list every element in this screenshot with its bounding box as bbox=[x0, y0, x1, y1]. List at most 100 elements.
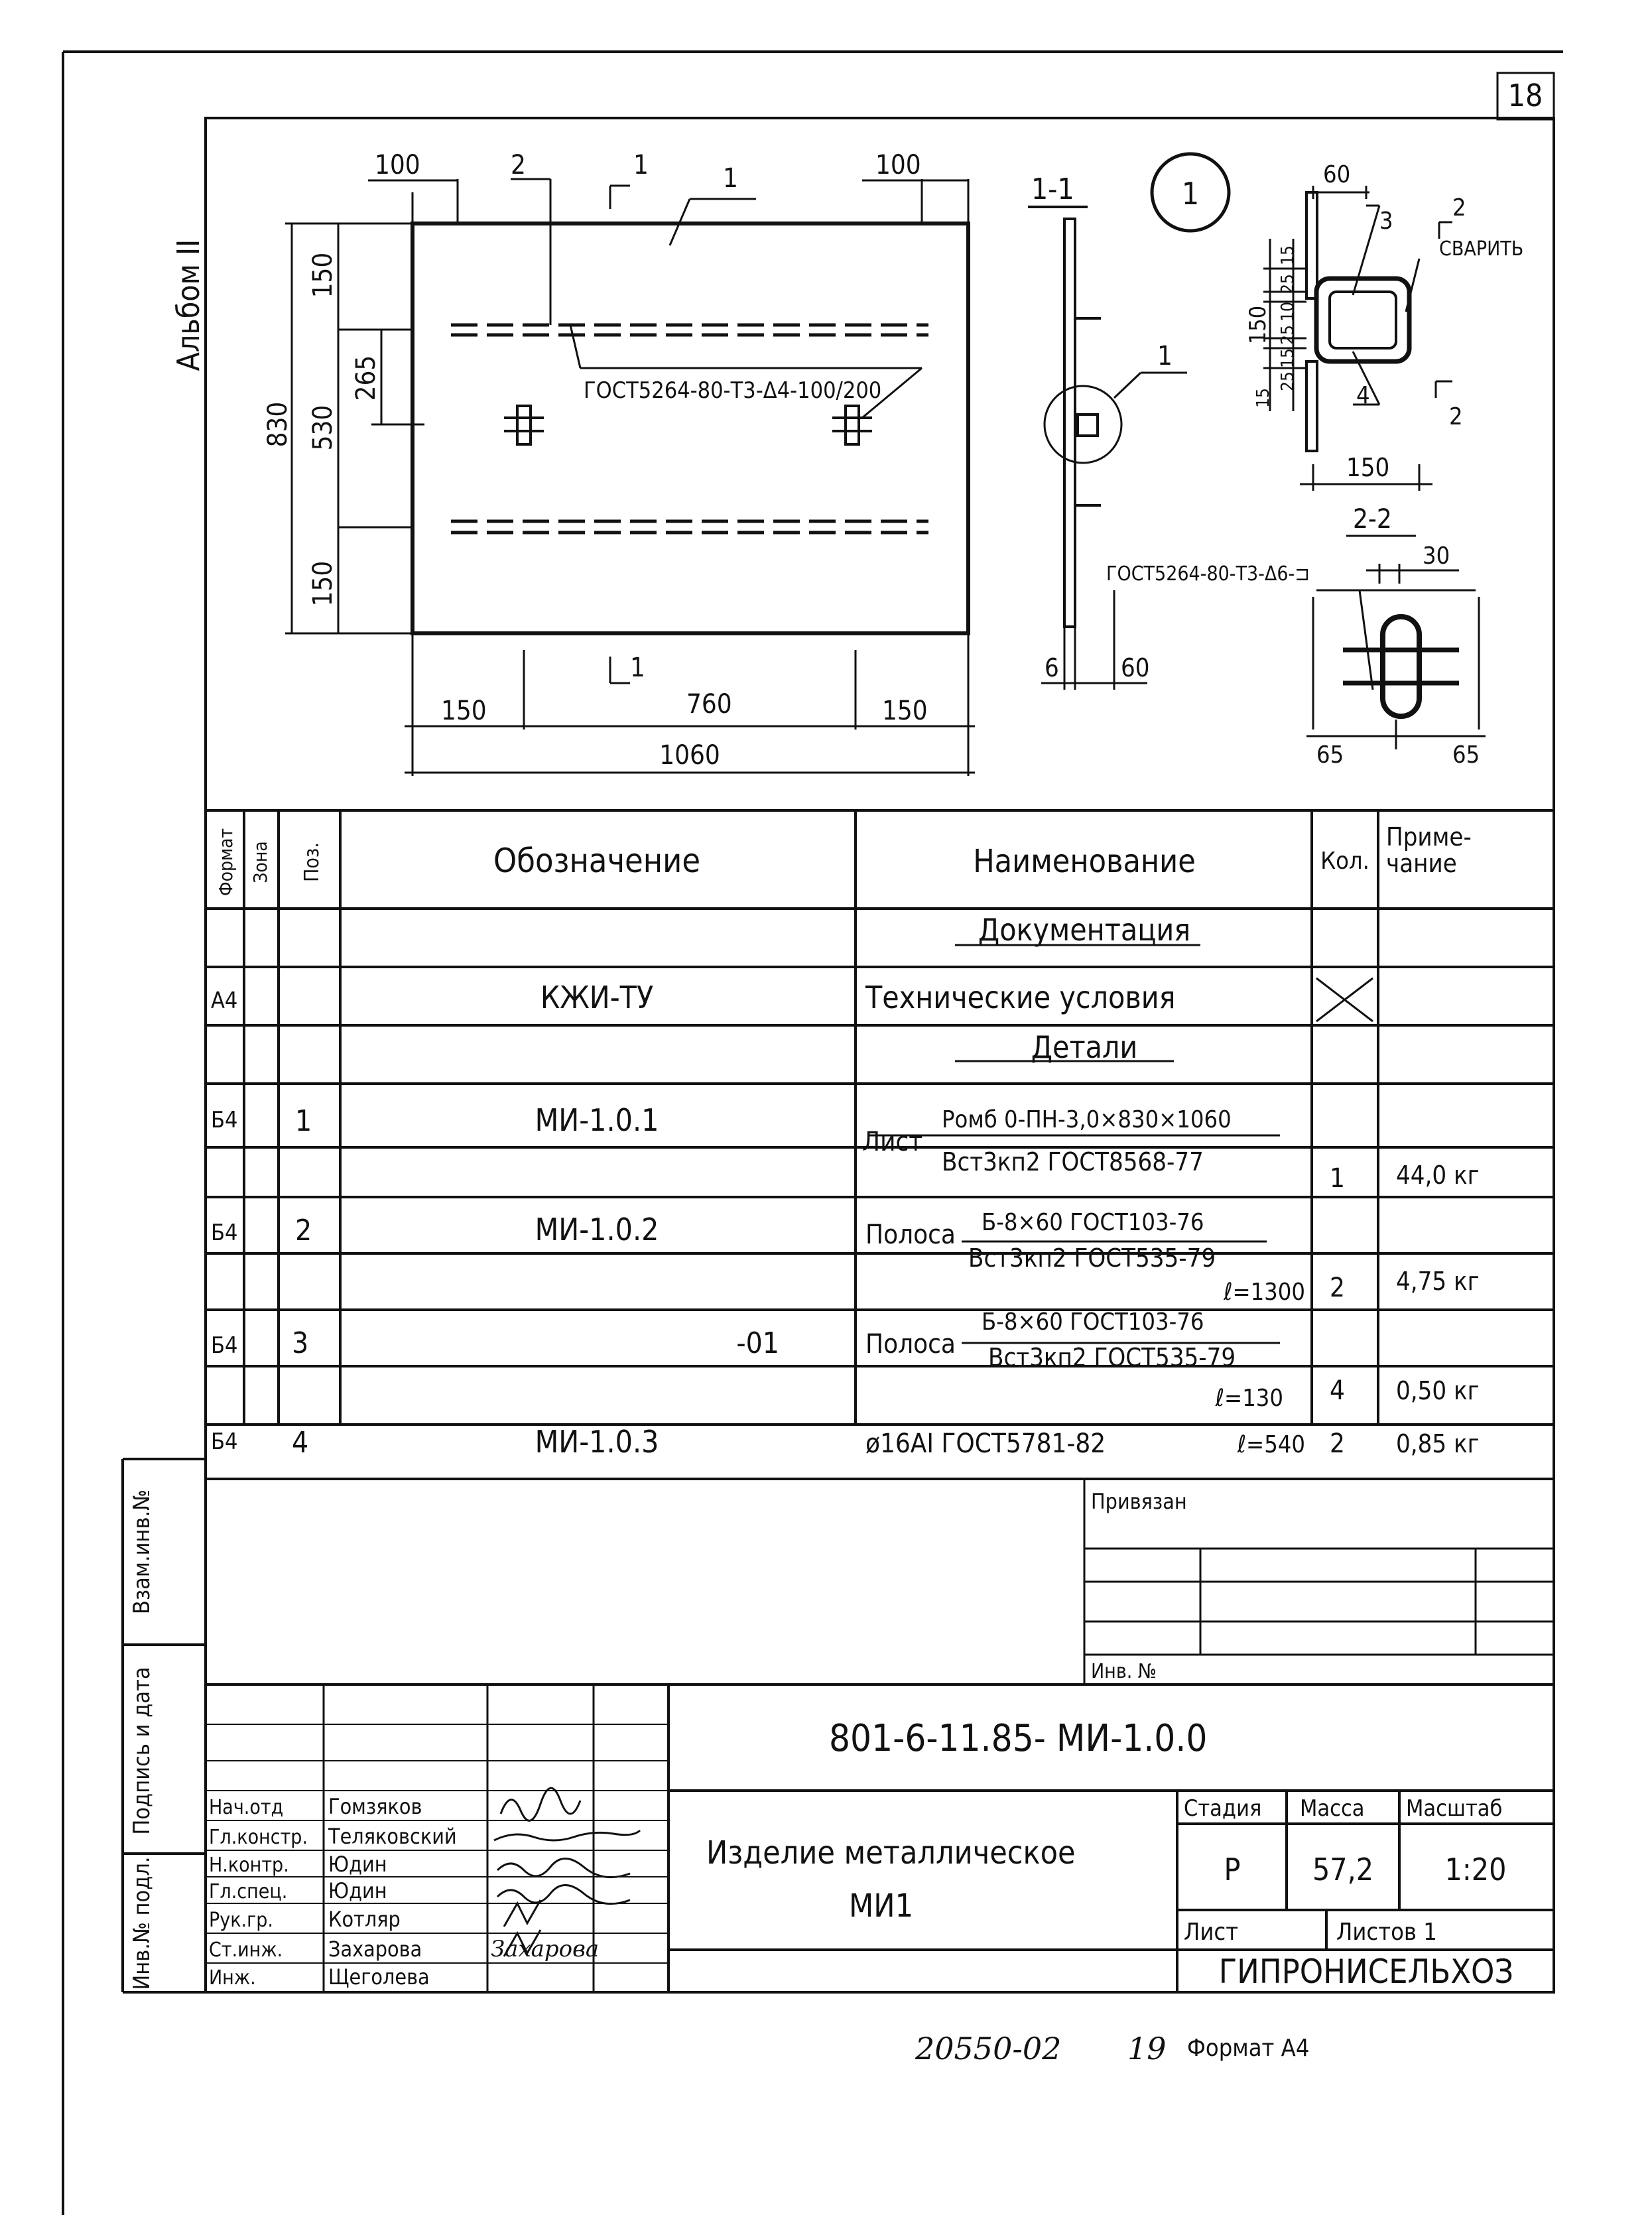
name-2: Юдин bbox=[328, 1852, 387, 1877]
row-1-format: Б4 bbox=[211, 1107, 237, 1133]
title-line-1: Изделие металлическое bbox=[706, 1834, 1076, 1872]
document-code: 801-6-11.85- МИ-1.0.0 bbox=[829, 1717, 1207, 1760]
album-label: Альбом II bbox=[170, 239, 206, 371]
stage-label: Стадия bbox=[1184, 1795, 1261, 1822]
row-docs-format: А4 bbox=[211, 987, 237, 1014]
dim-2-2-30: 30 bbox=[1423, 542, 1450, 570]
binding-label: Привязан bbox=[1091, 1489, 1187, 1514]
loop-right bbox=[832, 405, 872, 446]
detail-number: 1 bbox=[1182, 176, 1199, 212]
dim-main-view-5: 830 bbox=[263, 402, 293, 448]
detail-loop-outer bbox=[1314, 276, 1412, 364]
row-3-name-top: Б-8×60 ГОСТ103-76 bbox=[982, 1308, 1204, 1336]
section-plate bbox=[1063, 218, 1076, 628]
row-2-name-top: Б-8×60 ГОСТ103-76 bbox=[982, 1209, 1204, 1236]
name-0: Гомзяков bbox=[328, 1794, 422, 1819]
dim-detail-1-13: 2 bbox=[1449, 403, 1463, 430]
section-1-1: 1-1 bbox=[1028, 172, 1187, 690]
row-4-qty: 2 bbox=[1330, 1429, 1345, 1459]
row-3-name-bottom: Вст3кп2 ГОСТ535-79 bbox=[988, 1343, 1236, 1372]
row-4-note: 0,85 кг bbox=[1396, 1429, 1480, 1458]
name-5: Захарова bbox=[328, 1937, 422, 1962]
dim-main-view-6: 150 bbox=[308, 253, 338, 298]
dim-detail-1-14: 150 bbox=[1346, 453, 1389, 482]
section-2-2-loop bbox=[1380, 614, 1422, 719]
dim-main-view-8: 530 bbox=[308, 405, 338, 451]
format-note: Формат А4 bbox=[1187, 2035, 1309, 2062]
row-1-qty: 1 bbox=[1330, 1163, 1345, 1194]
dim-2-2-65-right: 65 bbox=[1452, 741, 1480, 769]
row-docs-name: Технические условия bbox=[865, 980, 1176, 1015]
section-heading-documentation: Документация bbox=[978, 912, 1190, 948]
main-plate-view: 100 2 1 1 1 100 830 150 265 530 150 150 … bbox=[263, 150, 975, 776]
dim-main-view-3: 1 bbox=[723, 163, 738, 194]
row-4-name: ø16АI ГОСТ5781-82 bbox=[865, 1429, 1106, 1459]
detail-number-circle bbox=[1150, 152, 1231, 233]
mass-label: Масса bbox=[1300, 1795, 1365, 1822]
role-3: Гл.спец. bbox=[209, 1880, 287, 1903]
dim-detail-1-4: 15 bbox=[1278, 245, 1298, 265]
dim-main-view-7: 265 bbox=[351, 355, 381, 401]
weld-note: СВАРИТЬ bbox=[1439, 237, 1523, 261]
row-2-name-prefix: Полоса bbox=[865, 1220, 956, 1250]
signature-0 bbox=[499, 1787, 582, 1822]
title-block-rows bbox=[206, 1724, 668, 1964]
plate-outline bbox=[411, 222, 970, 635]
dim-detail-1-11: 15 bbox=[1253, 388, 1273, 408]
row-2-pos: 2 bbox=[295, 1214, 312, 1247]
row-3-name-prefix: Полоса bbox=[865, 1329, 956, 1360]
role-4: Рук.гр. bbox=[209, 1909, 273, 1932]
strip-original-inv: Инв.№ подл. bbox=[129, 1856, 155, 1990]
dim-main-view-4: 100 bbox=[875, 150, 921, 180]
row-3-qty: 4 bbox=[1330, 1375, 1345, 1406]
dim-detail-1-0: 60 bbox=[1323, 161, 1350, 188]
title-line-2: МИ1 bbox=[849, 1887, 913, 1925]
mass-value: 57,2 bbox=[1312, 1852, 1373, 1887]
detail-1 bbox=[1150, 152, 1452, 491]
dim-detail-1-9: 15 bbox=[1278, 348, 1298, 368]
section-1-1-dim-right: 60 bbox=[1121, 653, 1150, 682]
sheet-label: Лист bbox=[1184, 1919, 1238, 1946]
scale-value: 1:20 bbox=[1445, 1852, 1507, 1887]
row-1-pos: 1 bbox=[295, 1104, 312, 1138]
row-docs-designation: КЖИ-ТУ bbox=[540, 980, 653, 1015]
section-2-2 bbox=[1306, 535, 1486, 749]
detail-marker-circle bbox=[1043, 385, 1123, 464]
header-designation: Обозначение bbox=[493, 842, 700, 880]
signature-4 bbox=[503, 1899, 542, 1927]
signature-2 bbox=[496, 1858, 631, 1879]
section-heading-details: Детали bbox=[1031, 1029, 1138, 1065]
row-4-length: ℓ=540 bbox=[1237, 1431, 1305, 1458]
dim-main-view-11: 1 bbox=[630, 653, 645, 683]
detail-plate-lower bbox=[1305, 360, 1318, 452]
dim-detail-1-1: 3 bbox=[1379, 208, 1393, 235]
role-0: Нач.отд bbox=[209, 1796, 283, 1819]
row-3-length: ℓ=130 bbox=[1215, 1385, 1283, 1412]
dim-main-view-14: 1060 bbox=[659, 740, 720, 771]
dim-detail-1-2: 2 bbox=[1452, 194, 1466, 222]
name-3: Юдин bbox=[328, 1878, 387, 1903]
signature-1 bbox=[493, 1829, 641, 1842]
dim-main-view-0: 100 bbox=[375, 150, 420, 180]
organization-name: ГИПРОНИСЕЛЬХОЗ bbox=[1219, 1952, 1514, 1991]
signature-6 bbox=[503, 1929, 542, 1957]
header-zone: Зона bbox=[249, 841, 271, 883]
dim-main-view-1: 2 bbox=[511, 150, 526, 180]
strip-replacement-inv: Взам.инв.№ bbox=[129, 1490, 155, 1614]
sheet-number-box bbox=[1496, 72, 1555, 121]
row-1-name-prefix: Лист bbox=[862, 1127, 922, 1157]
name-6: Щеголева bbox=[328, 1964, 430, 1990]
role-5: Ст.инж. bbox=[209, 1939, 283, 1962]
row-4-pos: 4 bbox=[292, 1426, 308, 1460]
row-1-name-bottom: Вст3кп2 ГОСТ8568-77 bbox=[942, 1147, 1204, 1176]
row-3-format: Б4 bbox=[211, 1332, 237, 1359]
binding-block bbox=[1083, 1479, 1554, 1685]
section-bar bbox=[1076, 413, 1099, 437]
detail-loop-inner bbox=[1328, 290, 1397, 350]
header-name: Наименование bbox=[973, 843, 1196, 880]
weld-callout-2-2: ГОСТ5264-80-Т3-Δ6-⊐ bbox=[1106, 562, 1310, 586]
header-note: Приме-чание bbox=[1386, 822, 1472, 878]
name-4: Котляр bbox=[328, 1907, 401, 1932]
signature-5: Захарова bbox=[491, 1936, 599, 1962]
